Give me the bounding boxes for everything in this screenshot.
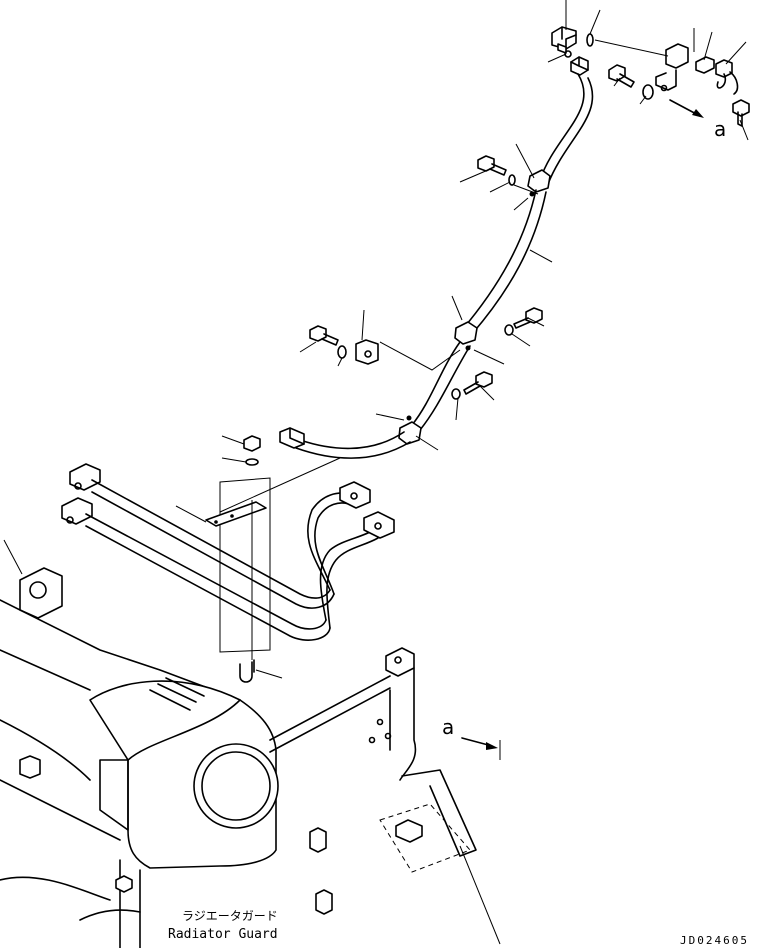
hardware-cluster-4 <box>309 325 461 371</box>
nut-washer <box>243 435 261 466</box>
radiator-guard-label-en: Radiator Guard <box>168 927 278 942</box>
tube-assembly <box>61 457 395 683</box>
section-marker-top: a <box>714 117 726 141</box>
section-marker-bottom: a <box>442 715 454 739</box>
hardware-cluster-1 <box>477 155 539 195</box>
upper-hose <box>279 73 594 459</box>
chassis-frame <box>0 567 498 948</box>
hardware-cluster-2 <box>504 307 543 336</box>
drawing-number: JD024605 <box>680 934 749 947</box>
top-fitting-assembly <box>551 26 750 127</box>
radiator-guard-label-jp: ラジエータガード <box>182 909 278 923</box>
leader-lines <box>3 0 749 945</box>
hardware-cluster-3 <box>451 371 493 400</box>
